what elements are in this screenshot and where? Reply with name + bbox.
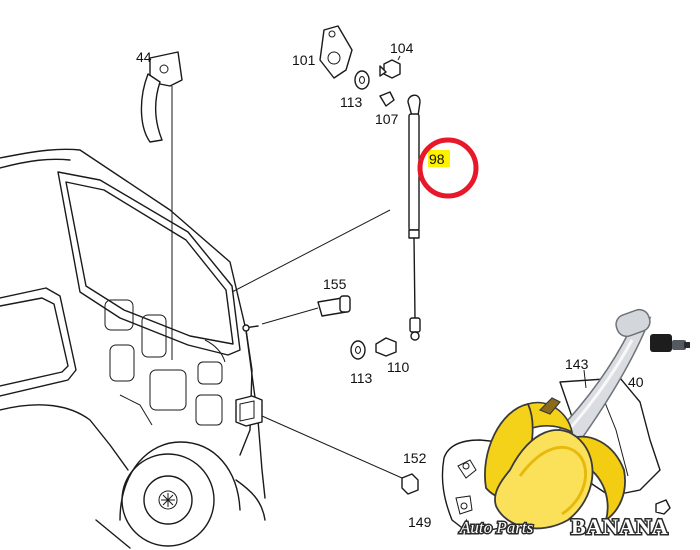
part-152-screw [261, 415, 419, 495]
highlight-marker-98 [417, 137, 479, 199]
callout-113-lower: 113 [350, 370, 373, 386]
van-body [0, 148, 266, 549]
callout-104: 104 [390, 40, 414, 56]
part-44-strap [140, 51, 183, 360]
part-screw-bottom-right [655, 499, 671, 515]
part-155-pin [261, 295, 351, 325]
part-98-gas-strut [231, 94, 421, 341]
part-113-washer-lower [350, 340, 366, 360]
callout-152: 152 [403, 450, 427, 466]
callout-110: 110 [387, 359, 410, 375]
part-113-washer-top [354, 70, 370, 90]
callout-107: 107 [375, 111, 399, 127]
callout-149: 149 [408, 514, 432, 530]
watermark-text-banana: BANANA [571, 514, 668, 539]
part-104-bolt [379, 55, 401, 79]
highlight-ring [417, 137, 479, 199]
watermark-text-autoparts: Auto Parts [459, 518, 534, 537]
callout-44: 44 [136, 49, 152, 65]
callout-113-top: 113 [340, 94, 363, 110]
part-107-clip [379, 91, 395, 107]
part-101-bracket [319, 25, 353, 79]
callout-101: 101 [292, 52, 316, 68]
banana-logo-icon [484, 397, 626, 530]
callout-143: 143 [565, 356, 589, 372]
callout-140: 40 [628, 374, 644, 390]
highlight-fill [428, 150, 450, 167]
callout-98: 98 [429, 151, 445, 167]
part-110-nut [375, 337, 397, 357]
callout-155: 155 [323, 276, 347, 292]
